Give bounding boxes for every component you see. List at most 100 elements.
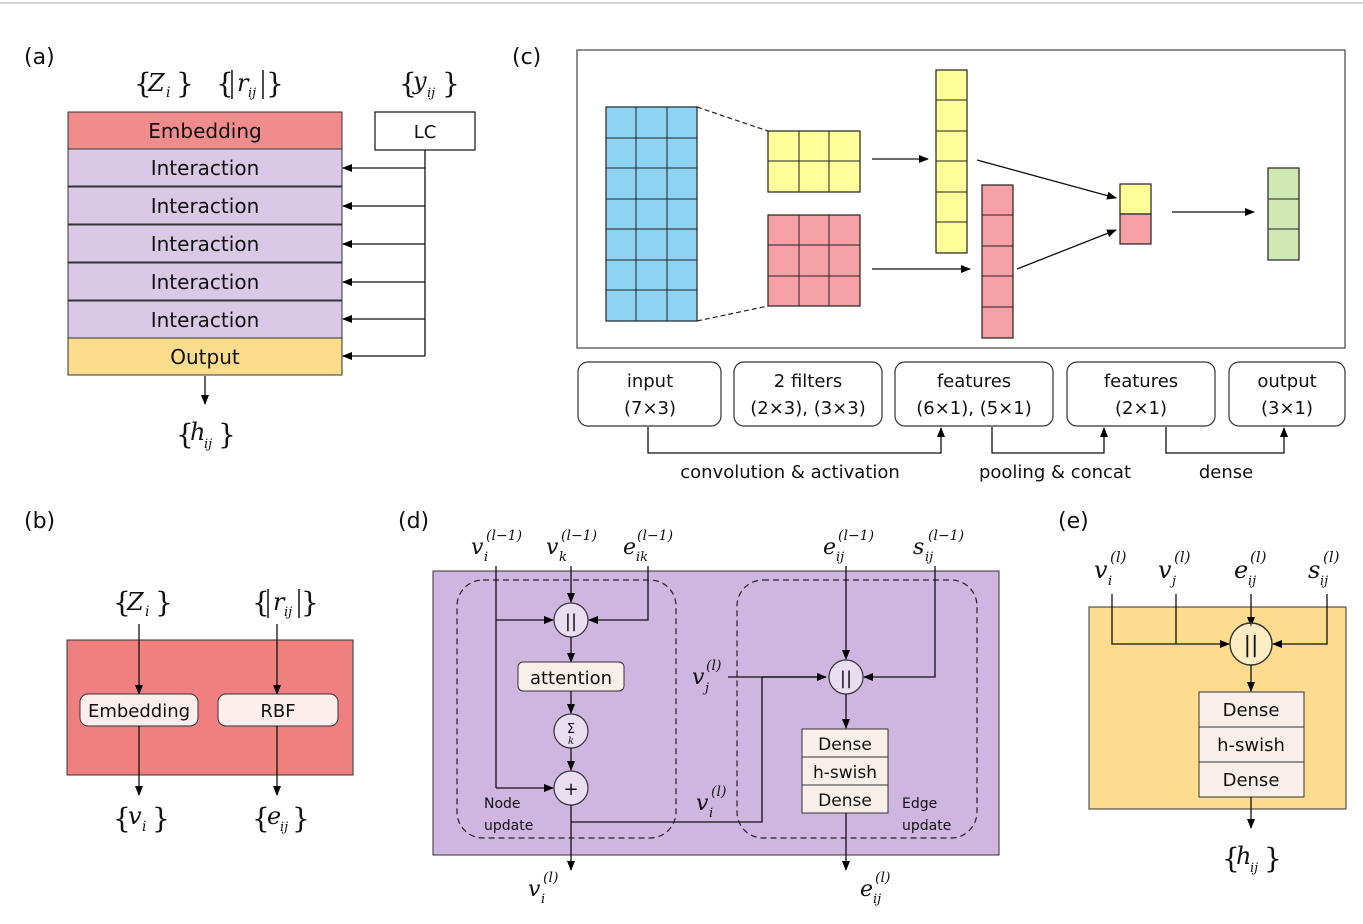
interaction-label: Interaction: [151, 270, 260, 294]
stage-title: features: [937, 371, 1011, 392]
node-update-group: [456, 579, 677, 839]
subscript: i: [1108, 574, 1112, 589]
panel-a-label: (a): [24, 45, 55, 70]
superscript: (l): [1110, 548, 1127, 566]
embedding-label: Embedding: [88, 701, 190, 722]
subscript: j: [1169, 574, 1176, 589]
dense-label: Dense: [1223, 770, 1280, 791]
symbol-z: Z: [147, 69, 166, 97]
superscript: (l): [875, 870, 890, 886]
dense-box: [801, 784, 889, 814]
panel-d-background: [432, 570, 1000, 856]
symbol-v: v: [528, 877, 541, 902]
feature-map-2: [981, 184, 1014, 339]
concat-symbol: ||: [840, 668, 852, 689]
interaction-label: Interaction: [151, 194, 260, 218]
symbol-e: e: [623, 535, 636, 560]
dense-label: Dense: [818, 735, 872, 755]
stage-box-pooled: [1066, 361, 1216, 427]
superscript: (l−1): [561, 528, 597, 544]
dense-box: [801, 728, 889, 758]
subscript: ik: [636, 550, 648, 565]
brace: }: [152, 802, 170, 835]
stage-box-filters: [733, 361, 883, 427]
stage-title: features: [1104, 371, 1178, 392]
interaction-label: Interaction: [151, 308, 260, 332]
panel-b: (b) { Z i } { r ij } Embedding RBF { v i…: [24, 509, 354, 835]
panel-e-label: (e): [1058, 509, 1089, 534]
symbol-v: v: [1094, 556, 1108, 584]
panel-b-label: (b): [24, 509, 55, 534]
brace: }: [292, 802, 310, 835]
symbol-e: e: [267, 802, 281, 830]
brace: }: [301, 586, 319, 619]
edge-update-label: Edge: [902, 796, 937, 812]
edge-update-group: [736, 579, 978, 839]
interaction-block: [67, 300, 343, 339]
hswish-box: [1198, 726, 1305, 763]
step-convolution: convolution & activation: [680, 462, 900, 483]
feature-map-1: [935, 69, 968, 254]
stage-box-output: [1228, 361, 1346, 427]
stage-shape: (7×3): [624, 398, 676, 419]
pooled-features: [1119, 183, 1152, 245]
symbol-s: s: [1308, 556, 1320, 584]
symbol-v: v: [1158, 556, 1172, 584]
symbol-e: e: [860, 877, 873, 902]
stage-title: input: [627, 371, 673, 392]
rbf-box: [217, 693, 339, 727]
subscript: ij: [284, 605, 292, 620]
subscript: i: [166, 85, 170, 101]
brace: }: [442, 67, 460, 100]
subscript: j: [702, 681, 709, 696]
superscript: (l−1): [486, 528, 522, 544]
subscript: ij: [427, 86, 435, 101]
stage-shape: (2×1): [1115, 398, 1167, 419]
subscript: ij: [836, 550, 844, 565]
brace: }: [155, 586, 173, 619]
superscript: (l): [1250, 548, 1267, 566]
brace: {: [176, 418, 194, 451]
subscript: i: [142, 819, 146, 835]
brace: {: [134, 67, 152, 100]
symbol-s: s: [913, 535, 924, 560]
output-vector: [1267, 167, 1300, 261]
node-update-label: Node: [484, 796, 521, 812]
symbol-e: e: [1234, 556, 1248, 584]
interaction-label: Interaction: [151, 232, 260, 256]
symbol-h: h: [190, 418, 205, 446]
symbol-r: r: [273, 588, 286, 616]
subscript: ij: [1320, 574, 1328, 589]
stage-title: 2 filters: [774, 371, 842, 392]
edge-update-label: update: [902, 818, 951, 834]
output-label: Output: [170, 345, 240, 369]
subscript: i: [145, 604, 149, 620]
embedding-label: Embedding: [148, 119, 261, 143]
brace: {: [399, 67, 417, 100]
panel-e: (e) v i (l) v j (l) e ij (l) s ij (l) ||…: [1058, 509, 1347, 876]
symbol-v: v: [692, 665, 705, 690]
superscript: (l): [1174, 548, 1191, 566]
lc-box: [374, 111, 476, 151]
dense-label: Dense: [818, 791, 872, 811]
filter-1: [767, 130, 861, 193]
concat-symbol: ||: [565, 611, 577, 632]
superscript: (l): [706, 658, 721, 674]
panel-c: (c): [512, 45, 1346, 483]
subscript: ij: [280, 820, 288, 835]
plus-symbol: +: [563, 779, 578, 800]
brace: {: [252, 586, 270, 619]
sum-subscript: k: [568, 736, 574, 747]
symbol-h: h: [1236, 842, 1251, 870]
superscript: (l): [711, 784, 726, 800]
dense-label: Dense: [1223, 700, 1280, 721]
symbol-v: v: [471, 535, 484, 560]
step-dense: dense: [1199, 462, 1253, 483]
symbol-r: r: [237, 69, 250, 97]
symbol-y: y: [412, 67, 427, 95]
brace: {: [252, 802, 270, 835]
embedding-block: [67, 111, 343, 150]
stage-shape: (6×1), (5×1): [916, 398, 1032, 419]
output-block: [67, 337, 343, 376]
